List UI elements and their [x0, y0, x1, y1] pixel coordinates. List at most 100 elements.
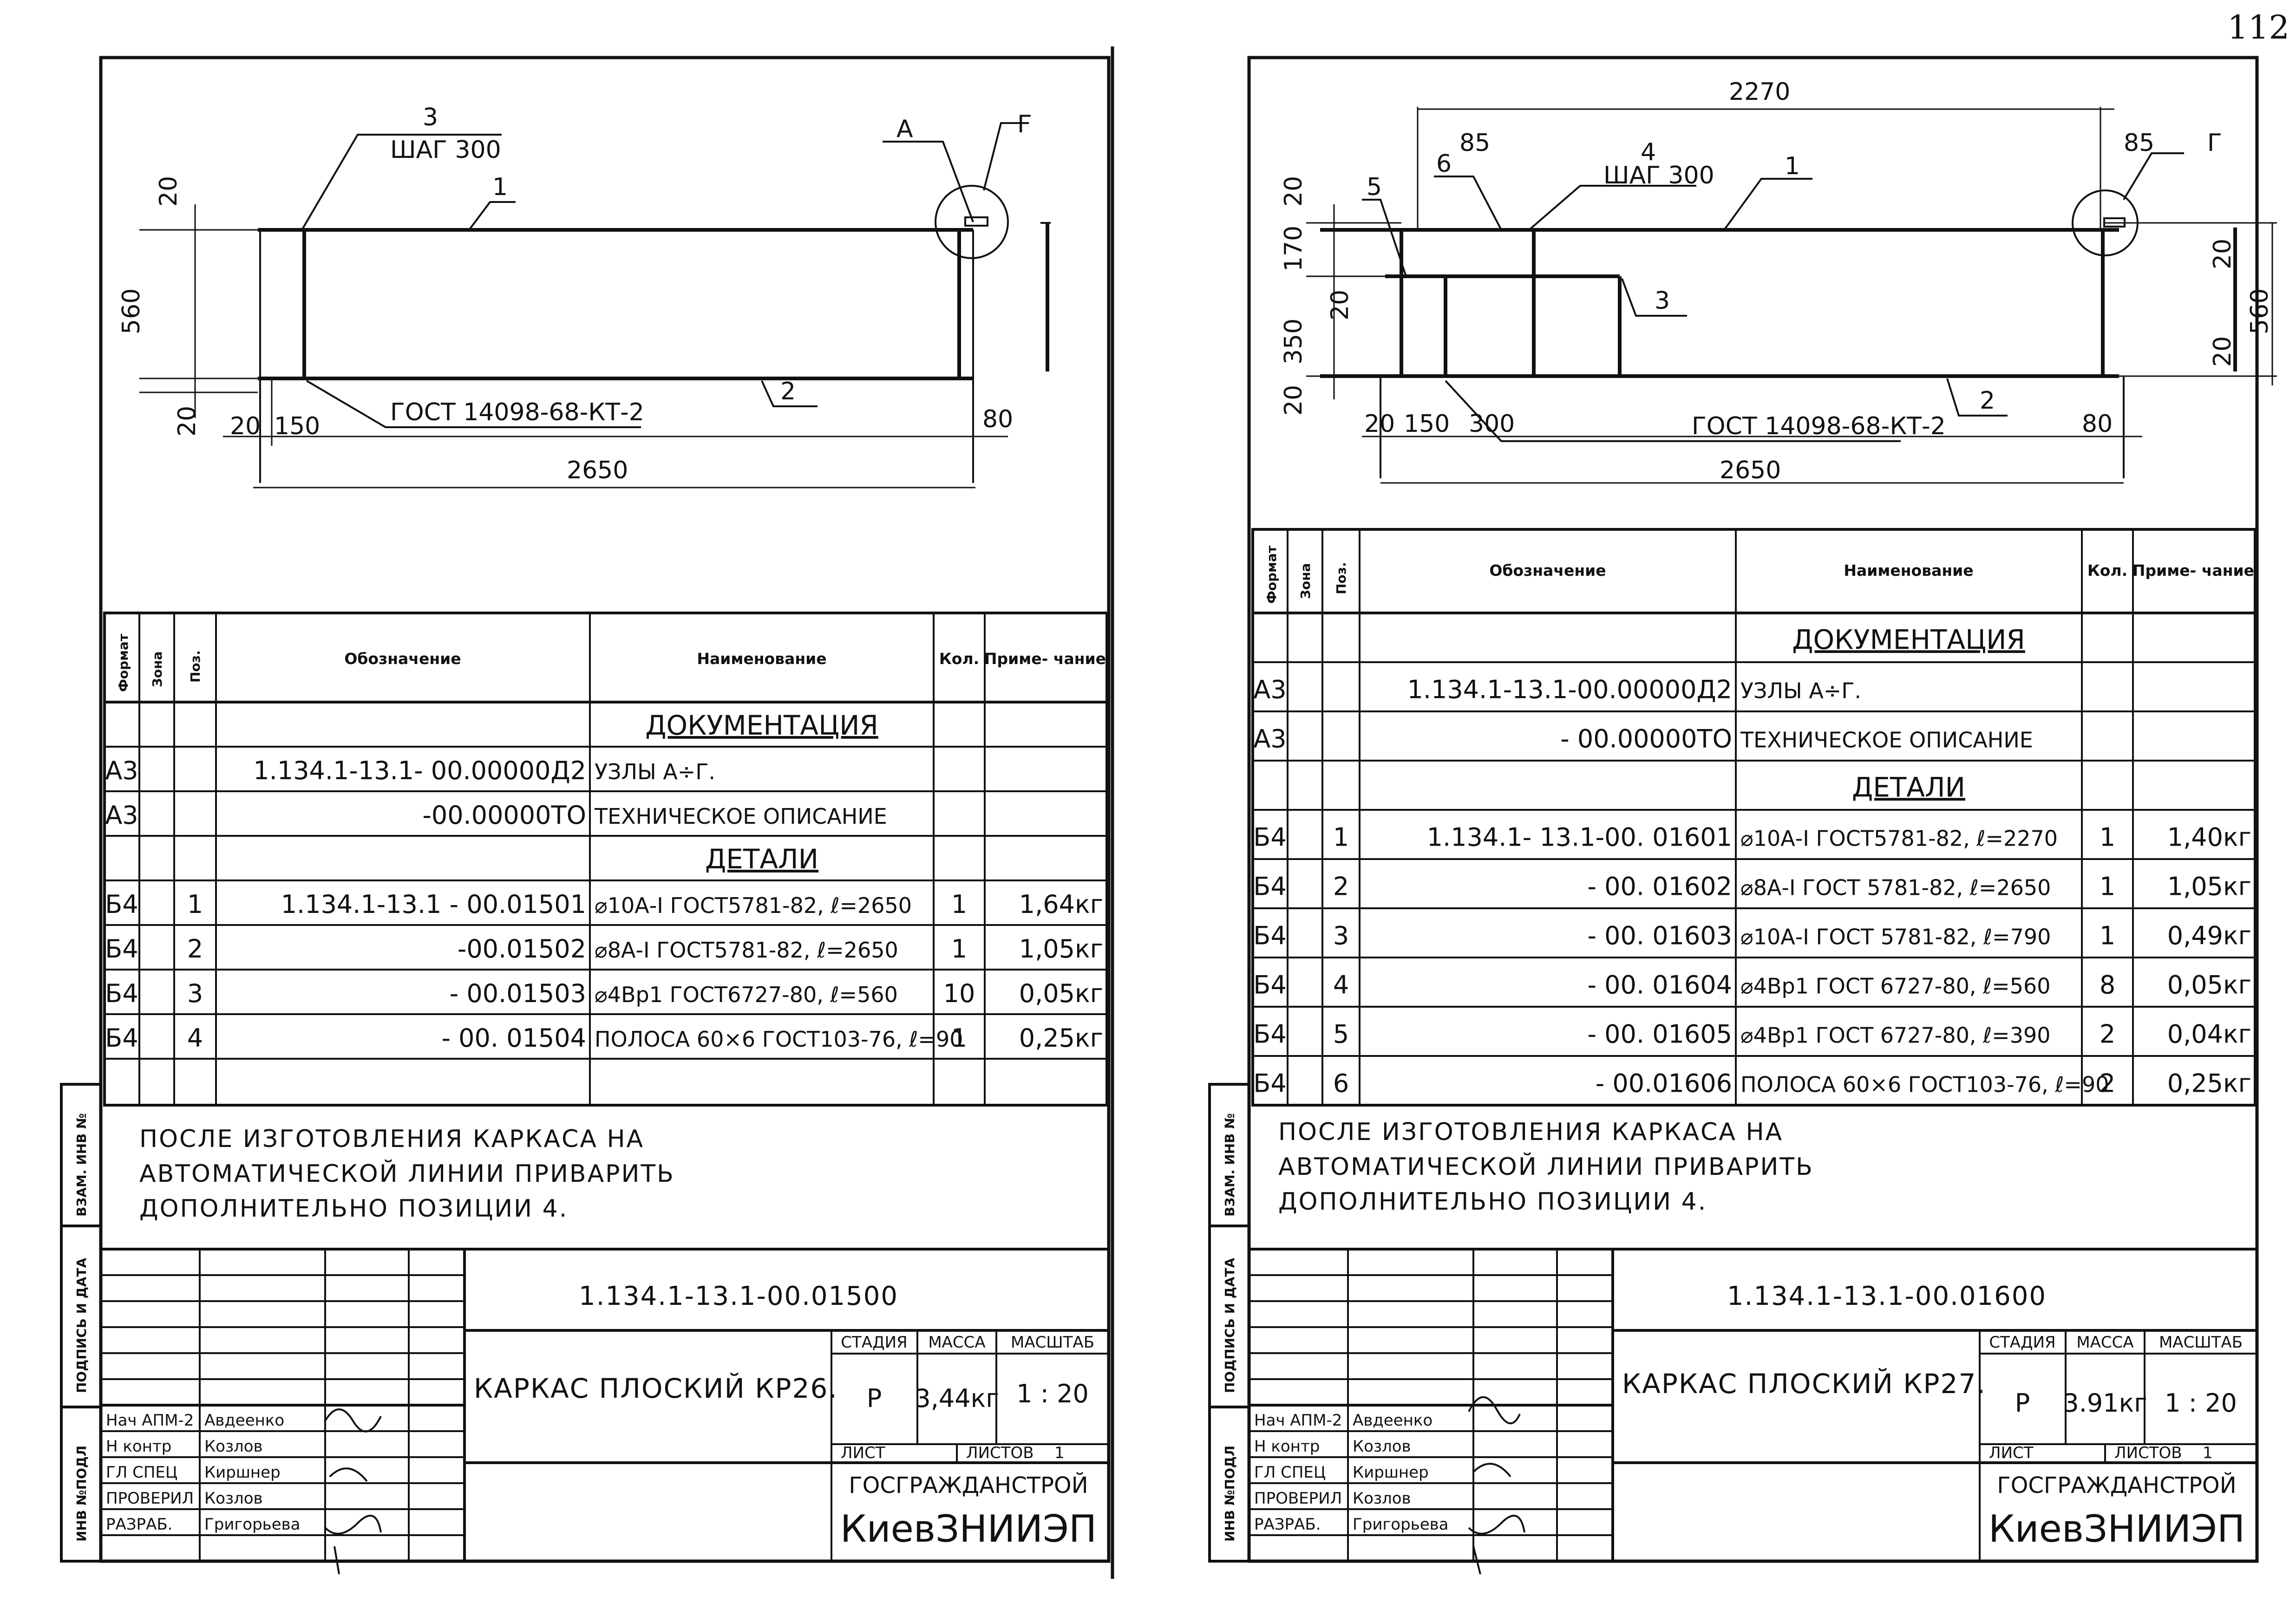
value-mass: 3,44кг	[915, 1384, 999, 1413]
cell-quantity: 1	[951, 934, 967, 964]
table-row: ДОКУМЕНТАЦИЯ	[645, 710, 878, 741]
cell-format: А3	[105, 756, 138, 785]
col-header-pos: Поз.	[1334, 562, 1349, 594]
cell-designation: - 00. 01504	[442, 1023, 586, 1053]
label-step: ШАГ 300	[1603, 162, 1714, 189]
cell-format: Б4	[105, 934, 138, 964]
cell-quantity: 2	[2100, 1019, 2115, 1049]
cell-format: А3	[105, 801, 138, 830]
label-pos-3: 3	[1655, 287, 1670, 315]
cell-format: Б4	[105, 979, 138, 1008]
label-node-g: Г	[1017, 111, 1032, 138]
sheet-left-svg: 20 560 20 20 150 80 2650 3 ШАГ 300 1 2 Г…	[60, 46, 1114, 1579]
leader-2	[1946, 378, 2008, 417]
cell-name: ⌀8А-I ГОСТ 5781-82, ℓ=2650	[1740, 875, 2051, 900]
cell-format: Б4	[1253, 872, 1286, 901]
drawing-sheet-right: 2270 85 85 20 170 20 350 20 560 20 20 20…	[1148, 0, 2296, 1609]
leader-1	[468, 201, 516, 231]
side-stamp-replace: ВЗАМ. ИНВ №	[74, 1113, 89, 1217]
cell-name: ПОЛОСА 60×6 ГОСТ103-76, ℓ=90	[595, 1027, 963, 1052]
label-pos-6: 6	[1436, 150, 1452, 178]
dim-right-offset: 85	[2124, 129, 2154, 157]
signatory-name: Козлов	[1353, 1489, 1411, 1508]
label-pos-2: 2	[780, 378, 796, 405]
institute-name: КиевЗНИИЭП	[840, 1507, 1097, 1550]
dim-right-gap: 80	[982, 405, 1013, 433]
cell-name: ПОЛОСА 60×6 ГОСТ103-76, ℓ=90	[1740, 1072, 2109, 1097]
col-header-qty: Кол.	[939, 650, 979, 668]
leader-6	[1434, 176, 1502, 230]
table-row: А3 -00.00000ТО ТЕХНИЧЕСКОЕ ОПИСАНИЕ	[105, 801, 887, 830]
title-block: 1.134.1-13.1-00.01500 КАРКАС ПЛОСКИЙ КР2…	[99, 1248, 1110, 1575]
dim-h170: 170	[1280, 226, 1308, 272]
col-header-name: Наименование	[1844, 561, 1973, 580]
org-name: ГОСГРАЖДАНСТРОЙ	[1997, 1472, 2236, 1498]
dim-top-length: 2270	[1729, 78, 1790, 106]
signatory-role: РАЗРАБ.	[106, 1515, 172, 1534]
label-pos-2: 2	[1980, 387, 1995, 415]
label-stage: СТАДИЯ	[841, 1333, 907, 1352]
dim-h20b: 20	[1326, 290, 1354, 320]
signatory-name: Козлов	[204, 1489, 263, 1508]
side-stamp-inv: ИНВ №ПОДЛ	[74, 1446, 89, 1542]
cell-format: Б4	[1253, 1019, 1286, 1049]
dim-bottom-gap: 20	[173, 406, 201, 436]
label-pos-1: 1	[1785, 152, 1800, 180]
signatory-row: ГЛ СПЕЦ Киршнер	[1254, 1463, 1429, 1482]
note-line-3: ДОПОЛНИТЕЛЬНО ПОЗИЦИИ 4.	[1278, 1188, 1707, 1216]
signatory-name: Киршнер	[204, 1463, 281, 1482]
cell-name: ТЕХНИЧЕСКОЕ ОПИСАНИЕ	[594, 804, 887, 829]
leader-3	[301, 134, 502, 231]
cell-position: 2	[187, 934, 203, 964]
cell-format: Б4	[105, 1023, 138, 1053]
dim-h560: 560	[2246, 288, 2274, 334]
leader-2	[761, 380, 818, 407]
node-g-circle	[935, 185, 1009, 259]
dim-length: 2650	[1720, 456, 1781, 484]
dim-b300: 300	[1469, 410, 1515, 438]
document-code: 1.134.1-13.1-00.01600	[1727, 1281, 2047, 1311]
value-sheets: 1	[1054, 1444, 1065, 1462]
cell-note: 1,05кг	[1019, 934, 1103, 964]
leader-3	[1621, 278, 1687, 317]
document-title: КАРКАС ПЛОСКИЙ КР26.	[474, 1372, 838, 1404]
cell-name: ⌀10А-I ГОСТ5781-82, ℓ=2270	[1740, 826, 2058, 851]
signatory-role: Нач АПМ-2	[1254, 1411, 1342, 1430]
spec-table: Формат Зона Поз. Обозначение Наименовани…	[103, 612, 1108, 1107]
cell-designation: 1.134.1- 13.1-00. 01601	[1427, 822, 1732, 852]
cell-quantity: 1	[951, 1023, 967, 1053]
cell-designation: - 00.01606	[1596, 1068, 1732, 1098]
label-sheets: ЛИСТОВ	[966, 1444, 1034, 1462]
value-sheets: 1	[2203, 1444, 2213, 1462]
cell-position: 1	[187, 890, 203, 919]
signatory-name: Киршнер	[1353, 1463, 1429, 1482]
side-stamp-inv: ИНВ №ПОДЛ	[1222, 1446, 1237, 1542]
cell-note: 1,05кг	[2167, 872, 2251, 901]
signatory-role: ГЛ СПЕЦ	[106, 1463, 177, 1482]
dim-top-gap: 20	[155, 176, 183, 207]
col-header-note: Приме- чание	[2132, 561, 2254, 580]
fabrication-note: ПОСЛЕ ИЗГОТОВЛЕНИЯ КАРКАСА НА АВТОМАТИЧЕ…	[139, 1125, 674, 1223]
col-header-format: Формат	[1264, 545, 1279, 604]
cell-position: 4	[187, 1023, 203, 1053]
signatory-role: ПРОВЕРИЛ	[106, 1489, 194, 1508]
col-header-pos: Поз.	[188, 650, 203, 683]
cell-position: 5	[1333, 1019, 1349, 1049]
signatory-role: РАЗРАБ.	[1254, 1515, 1321, 1534]
signatory-role: ГЛ СПЕЦ	[1254, 1463, 1326, 1482]
cell-note: 0,49кг	[2167, 921, 2251, 950]
cell-format: А3	[1253, 724, 1286, 753]
cell-designation: 1.134.1-13.1- 00.00000Д2	[253, 756, 586, 785]
signatory-role: Н контр	[106, 1437, 171, 1456]
cell-designation: -00.00000ТО	[422, 801, 586, 830]
cell-name: ТЕХНИЧЕСКОЕ ОПИСАНИЕ	[1740, 727, 2033, 752]
dim-end-gap: 20	[230, 412, 261, 440]
signatory-name: Авдеенко	[204, 1411, 284, 1430]
signatory-row: ПРОВЕРИЛ Козлов	[106, 1489, 263, 1508]
value-stage: Р	[2015, 1388, 2030, 1418]
cell-note: 1,40кг	[2167, 822, 2251, 852]
label-pos-5: 5	[1367, 173, 1382, 201]
